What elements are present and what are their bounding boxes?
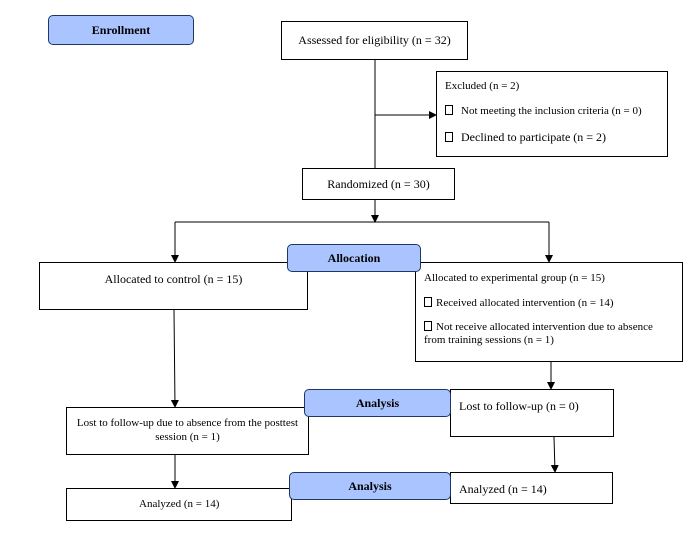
control-box: Allocated to control (n = 15): [39, 262, 308, 310]
allocation-label: Allocation: [287, 244, 421, 272]
experimental-item-1-text: Received allocated intervention (n = 14): [436, 296, 614, 309]
lost-experimental-text: Lost to follow-up (n = 0): [459, 399, 579, 413]
allocation-label-text: Allocation: [327, 250, 381, 265]
lost-control-text: Lost to follow-up due to absence from th…: [76, 417, 299, 443]
arrow-lost-analyzed-experimental: [550, 436, 559, 473]
randomized-box: Randomized (n = 30): [302, 168, 455, 200]
excluded-box: Excluded (n = 2) Not meeting the inclusi…: [436, 71, 668, 157]
bullet-icon: [445, 104, 453, 115]
excluded-title: Excluded (n = 2): [445, 80, 520, 92]
analysis-label-final: Analysis: [289, 472, 451, 500]
experimental-item-2-text: Not receive allocated intervention due t…: [424, 320, 653, 347]
control-text: Allocated to control (n = 15): [104, 272, 243, 286]
bullet-icon: [445, 131, 453, 142]
analyzed-experimental-box: Analyzed (n = 14): [450, 472, 613, 504]
excluded-item-2-text: Declined to participate (n = 2): [461, 129, 607, 144]
enrollment-label: Enrollment: [48, 15, 194, 45]
analyzed-control-text: Analyzed (n = 14): [139, 498, 220, 510]
arrow-control-lost: [170, 309, 179, 408]
assessed-text: Assessed for eligibility (n = 32): [298, 33, 451, 47]
excluded-item-1: Not meeting the inclusion criteria (n = …: [445, 104, 659, 119]
analysis-label-follow-up: Analysis: [304, 389, 451, 417]
experimental-box: Allocated to experimental group (n = 15)…: [415, 262, 683, 362]
analysis-label-follow-up-text: Analysis: [355, 395, 400, 410]
bullet-icon: [424, 320, 432, 331]
experimental-item-2: Not receive allocated intervention due t…: [424, 320, 676, 349]
experimental-title: Allocated to experimental group (n = 15): [424, 272, 605, 284]
excluded-item-1-text: Not meeting the inclusion criteria (n = …: [461, 104, 642, 117]
randomized-text: Randomized (n = 30): [327, 176, 430, 191]
analyzed-control-box: Analyzed (n = 14): [66, 488, 292, 521]
lost-control-box: Lost to follow-up due to absence from th…: [66, 407, 309, 455]
enrollment-label-text: Enrollment: [91, 22, 151, 37]
lost-experimental-box: Lost to follow-up (n = 0): [450, 389, 614, 437]
bullet-icon: [424, 296, 432, 307]
experimental-item-1: Received allocated intervention (n = 14): [424, 296, 676, 311]
analyzed-experimental-text: Analyzed (n = 14): [459, 482, 547, 496]
analysis-label-final-text: Analysis: [348, 478, 392, 493]
excluded-item-2: Declined to participate (n = 2): [445, 130, 659, 145]
assessed-box: Assessed for eligibility (n = 32): [281, 21, 468, 60]
